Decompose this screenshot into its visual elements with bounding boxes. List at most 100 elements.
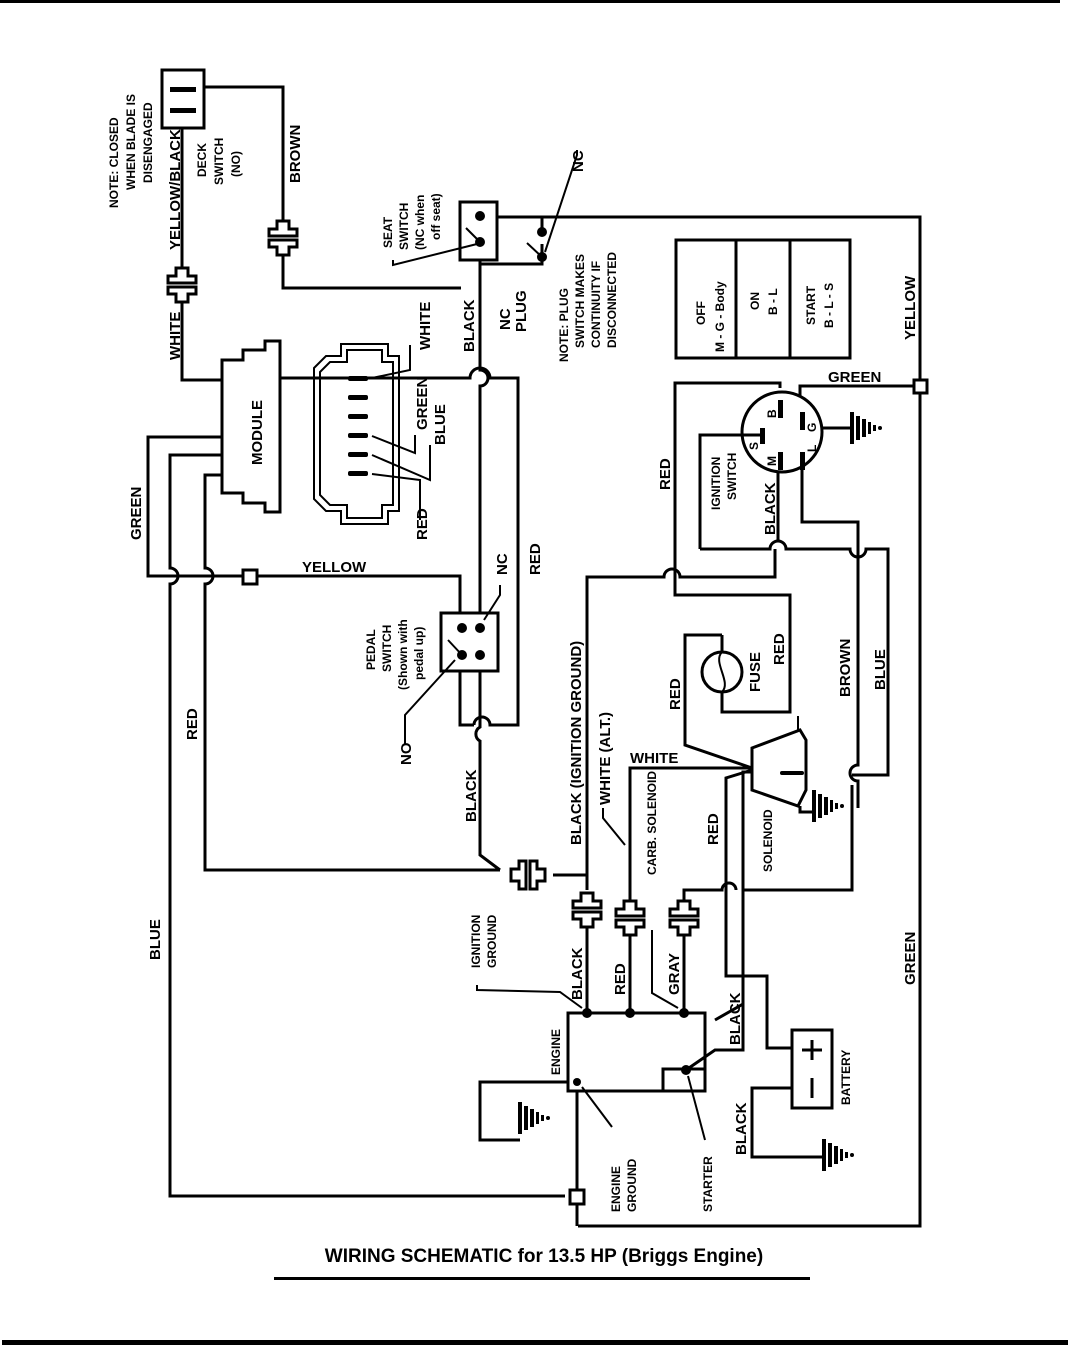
pedal-switch-line-4: pedal up): [412, 627, 426, 680]
solenoid: [750, 716, 812, 814]
wire-label-black-ign-ground: BLACK (IGNITION GROUND): [568, 641, 585, 845]
wire-brown-right: [800, 456, 860, 808]
connector-pins: [348, 376, 368, 476]
ignition-switch-line-1: IGNITION: [709, 457, 723, 510]
wire-label-blue-connector: BLUE: [432, 404, 449, 445]
schematic-title: WIRING SCHEMATIC for 13.5 HP (Briggs Eng…: [325, 1246, 763, 1267]
wire-blue-right: [700, 539, 890, 777]
seat-switch-line-3: (NC when: [413, 195, 427, 250]
deck-note-line-3: DISENGAGED: [141, 102, 155, 183]
wire-label-red-fuse-left: RED: [667, 678, 684, 710]
wire-label-black-battery: BLACK: [733, 1102, 750, 1155]
key-table-on-state: ON: [748, 292, 762, 310]
connector-black-red: [509, 859, 547, 891]
seat-switch-line-2: SWITCH: [397, 203, 411, 250]
connector-black-eng: [571, 891, 603, 929]
module-label: MODULE: [249, 400, 266, 465]
wire-red-left: [203, 473, 500, 872]
connectors: [166, 219, 700, 937]
wire-label-yellow-mid: YELLOW: [302, 559, 367, 576]
junction-blue-engine: [568, 1188, 586, 1206]
ground-icon: [822, 1139, 854, 1171]
wire-label-blue-right: BLUE: [872, 649, 889, 690]
wire-label-red-sol: RED: [705, 813, 722, 845]
wire-label-red-pedal: RED: [527, 543, 544, 575]
ign-terminal-m: M: [765, 456, 779, 466]
engine-label: ENGINE: [549, 1029, 563, 1075]
plug-note-line-4: DISCONNECTED: [605, 252, 619, 348]
wire-white-sol: [628, 766, 752, 900]
deck-switch-label-1: DECK: [195, 143, 209, 177]
wire-label-white-alt: WHITE (ALT.): [597, 712, 614, 805]
top-rule: [0, 0, 1060, 3]
white-alt-pointer: [602, 808, 626, 846]
wire-label-black-starter: BLACK: [727, 992, 744, 1045]
wire-label-green-right: GREEN: [902, 932, 919, 985]
wire-label-black-seat: BLACK: [461, 299, 478, 352]
nc-plug-switch: [526, 150, 578, 262]
wire-label-green-ign: GREEN: [828, 369, 881, 386]
connector-gray: [668, 899, 700, 937]
ground-icon: [812, 790, 844, 822]
wire-green-left: [146, 435, 462, 618]
wire-label-yellow-black: YELLOW/BLACK: [167, 129, 184, 250]
key-table-on-circuit: B - L: [766, 288, 780, 315]
ign-terminal-s: S: [747, 442, 761, 450]
ignition-ground-line-1: IGNITION: [469, 915, 483, 968]
pedal-switch-line-2: SWITCH: [380, 625, 394, 672]
seat-switch-line-1: SEAT: [381, 216, 395, 248]
ground-symbols: [518, 412, 882, 1171]
deck-switch-label-3: (NO): [229, 151, 243, 177]
ignition-ground-line-2: GROUND: [485, 914, 499, 968]
pedal-switch: [404, 585, 501, 745]
title-underline: [274, 1277, 810, 1280]
wire-black-pedal: [474, 656, 501, 872]
wire-brown-seat: [281, 255, 461, 290]
wire-label-black-eng: BLACK: [569, 947, 586, 1000]
seat-switch-line-4: off seat): [429, 193, 443, 240]
ground-icon: [518, 1102, 550, 1134]
battery-label: BATTERY: [839, 1050, 853, 1105]
nc-plug-line-1: NC: [497, 308, 514, 330]
deck-switch: [160, 68, 206, 130]
module-connector: [313, 343, 431, 525]
ign-terminal-b: B: [765, 409, 779, 418]
wire-black-starter: [714, 770, 752, 1022]
junction-yellow: [241, 568, 259, 586]
ign-terminal-g: G: [805, 423, 819, 432]
nc-top-label: NC: [570, 150, 587, 172]
pedal-switch-line-3: (Shown with: [396, 619, 410, 690]
wire-sol-ground: [743, 785, 854, 892]
key-table-start-circuit: B - L - S: [822, 283, 836, 328]
deck-note-line-2: WHEN BLADE IS: [124, 94, 138, 190]
wire-label-black-pedal: BLACK: [463, 769, 480, 822]
plug-note-line-3: CONTINUITY IF: [589, 261, 603, 348]
engine-ground-line-2: GROUND: [625, 1158, 639, 1212]
wire-yellow-green-right: [480, 215, 922, 1228]
bottom-rule: [2, 1340, 1068, 1345]
key-table-start-state: START: [804, 285, 818, 325]
ground-icon: [850, 412, 882, 444]
wire-label-blue-left: BLUE: [147, 919, 164, 960]
connector-yellow-black: [166, 266, 198, 304]
wire-label-gray-eng: GRAY: [666, 953, 683, 995]
wire-label-green-connector: GREEN: [414, 377, 431, 430]
key-table-off-circuit: M - G - Body: [713, 281, 727, 352]
connector-carb: [614, 899, 646, 937]
wire-pedal-no: [458, 656, 474, 727]
wire-label-brown-deck: BROWN: [287, 125, 304, 183]
ignition-switch: [700, 390, 824, 474]
battery: [790, 1028, 834, 1110]
wire-gray: [682, 881, 738, 900]
wire-label-red-left: RED: [184, 708, 201, 740]
solenoid-label: SOLENOID: [761, 809, 775, 872]
wire-red-ign: [673, 381, 782, 578]
nc-plug-line-2: PLUG: [513, 290, 530, 332]
wires: [146, 85, 922, 1228]
pedal-nc-label: NC: [494, 553, 511, 575]
carb-solenoid-label: CARB. SOLENOID: [645, 771, 659, 875]
deck-switch-label-2: SWITCH: [212, 138, 226, 185]
wire-white-module: [180, 298, 222, 382]
starter-label: STARTER: [701, 1156, 715, 1212]
wire-label-red-eng: RED: [612, 963, 629, 995]
